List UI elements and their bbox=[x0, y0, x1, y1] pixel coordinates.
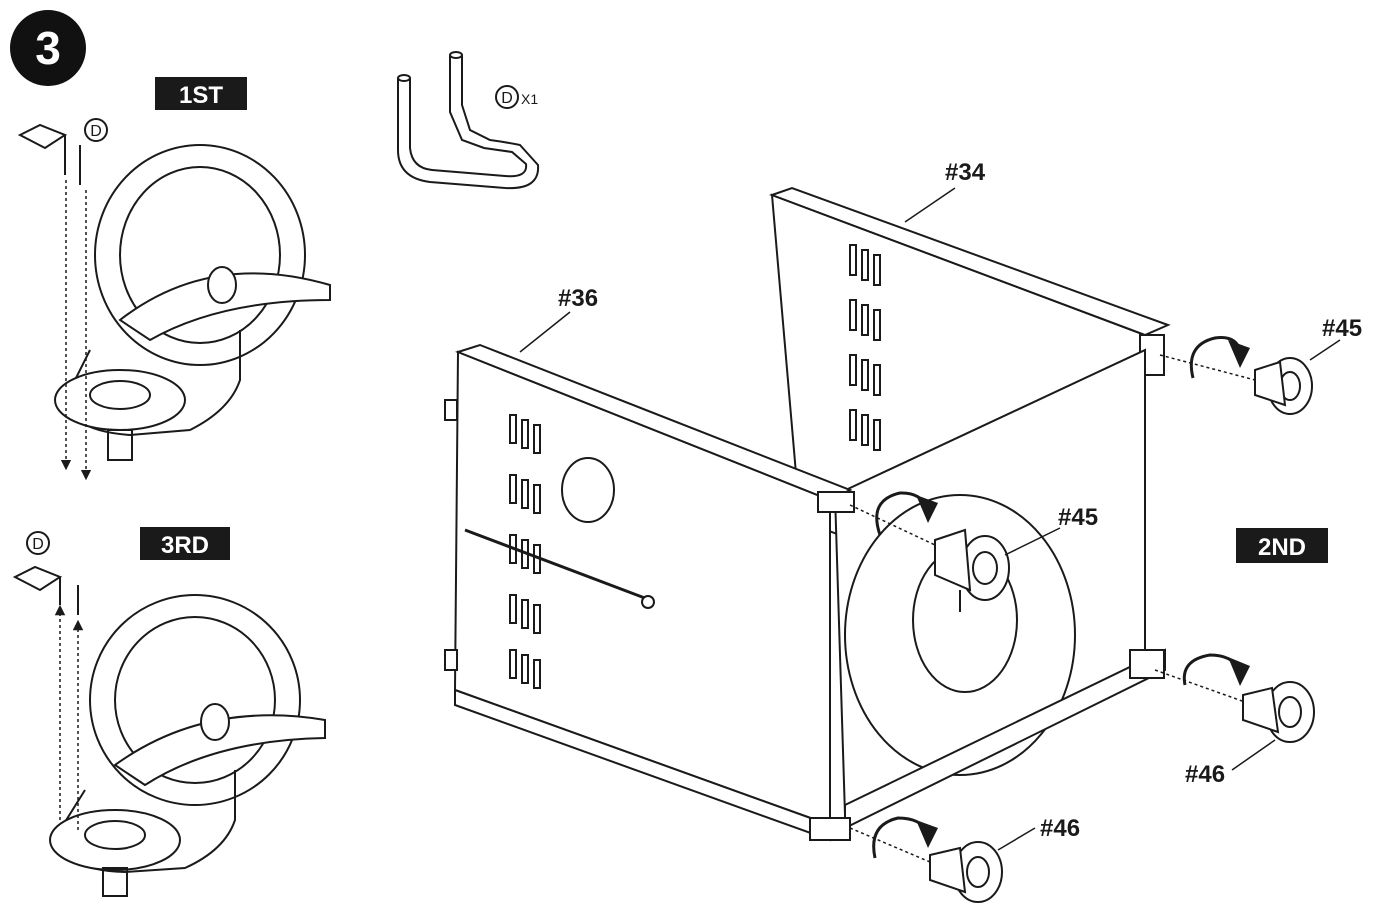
stage-label-third: 3RD bbox=[140, 527, 230, 560]
stage-label-second: 2ND bbox=[1236, 528, 1328, 563]
insert-lines bbox=[849, 354, 1256, 863]
svg-text:#46: #46 bbox=[1185, 761, 1225, 788]
callout-46-right: #46 bbox=[1185, 739, 1276, 788]
pin-step-first bbox=[17, 123, 81, 185]
cart-frame bbox=[444, 186, 1171, 842]
callout-34: #34 bbox=[904, 159, 986, 223]
callout-46-front: #46 bbox=[997, 815, 1080, 851]
svg-text:#46: #46 bbox=[1040, 815, 1080, 842]
svg-text:D: D bbox=[32, 536, 44, 553]
callout-45-front: #45 bbox=[1004, 504, 1098, 556]
callout-45-back: #45 bbox=[1309, 315, 1362, 361]
d-callout-first: D bbox=[84, 118, 108, 142]
pin-step-third bbox=[12, 565, 79, 615]
svg-text:D: D bbox=[501, 90, 513, 107]
svg-text:D: D bbox=[90, 123, 102, 140]
svg-text:3RD: 3RD bbox=[161, 532, 209, 559]
caster-step-first bbox=[54, 144, 331, 461]
d-callout-third: D bbox=[26, 531, 50, 555]
insert-arrows-first bbox=[60, 180, 92, 481]
svg-text:#36: #36 bbox=[558, 285, 598, 312]
remove-arrows-third bbox=[54, 604, 84, 830]
svg-text:#45: #45 bbox=[1322, 315, 1362, 342]
svg-text:X1: X1 bbox=[521, 91, 538, 107]
svg-text:#45: #45 bbox=[1058, 504, 1098, 531]
step-number: 3 bbox=[35, 22, 61, 74]
caster-step-third bbox=[49, 594, 326, 897]
svg-text:#34: #34 bbox=[945, 159, 986, 186]
callout-36: #36 bbox=[519, 285, 598, 353]
caster-45-back bbox=[1254, 357, 1313, 415]
step-badge: 3 bbox=[10, 10, 86, 86]
caster-46-front bbox=[929, 841, 1003, 903]
hardware-d-callout: D X1 bbox=[495, 85, 538, 109]
svg-text:1ST: 1ST bbox=[179, 82, 223, 109]
back-panel-slots bbox=[849, 244, 881, 451]
svg-text:2ND: 2ND bbox=[1258, 534, 1306, 561]
hardware-d-circle bbox=[495, 85, 519, 109]
rotate-arrowheads bbox=[916, 340, 1250, 848]
caster-46-right bbox=[1242, 681, 1315, 743]
stage-label-first: 1ST bbox=[155, 77, 247, 110]
caster-45-front bbox=[934, 528, 1010, 612]
hardware-pin-d bbox=[397, 51, 540, 190]
